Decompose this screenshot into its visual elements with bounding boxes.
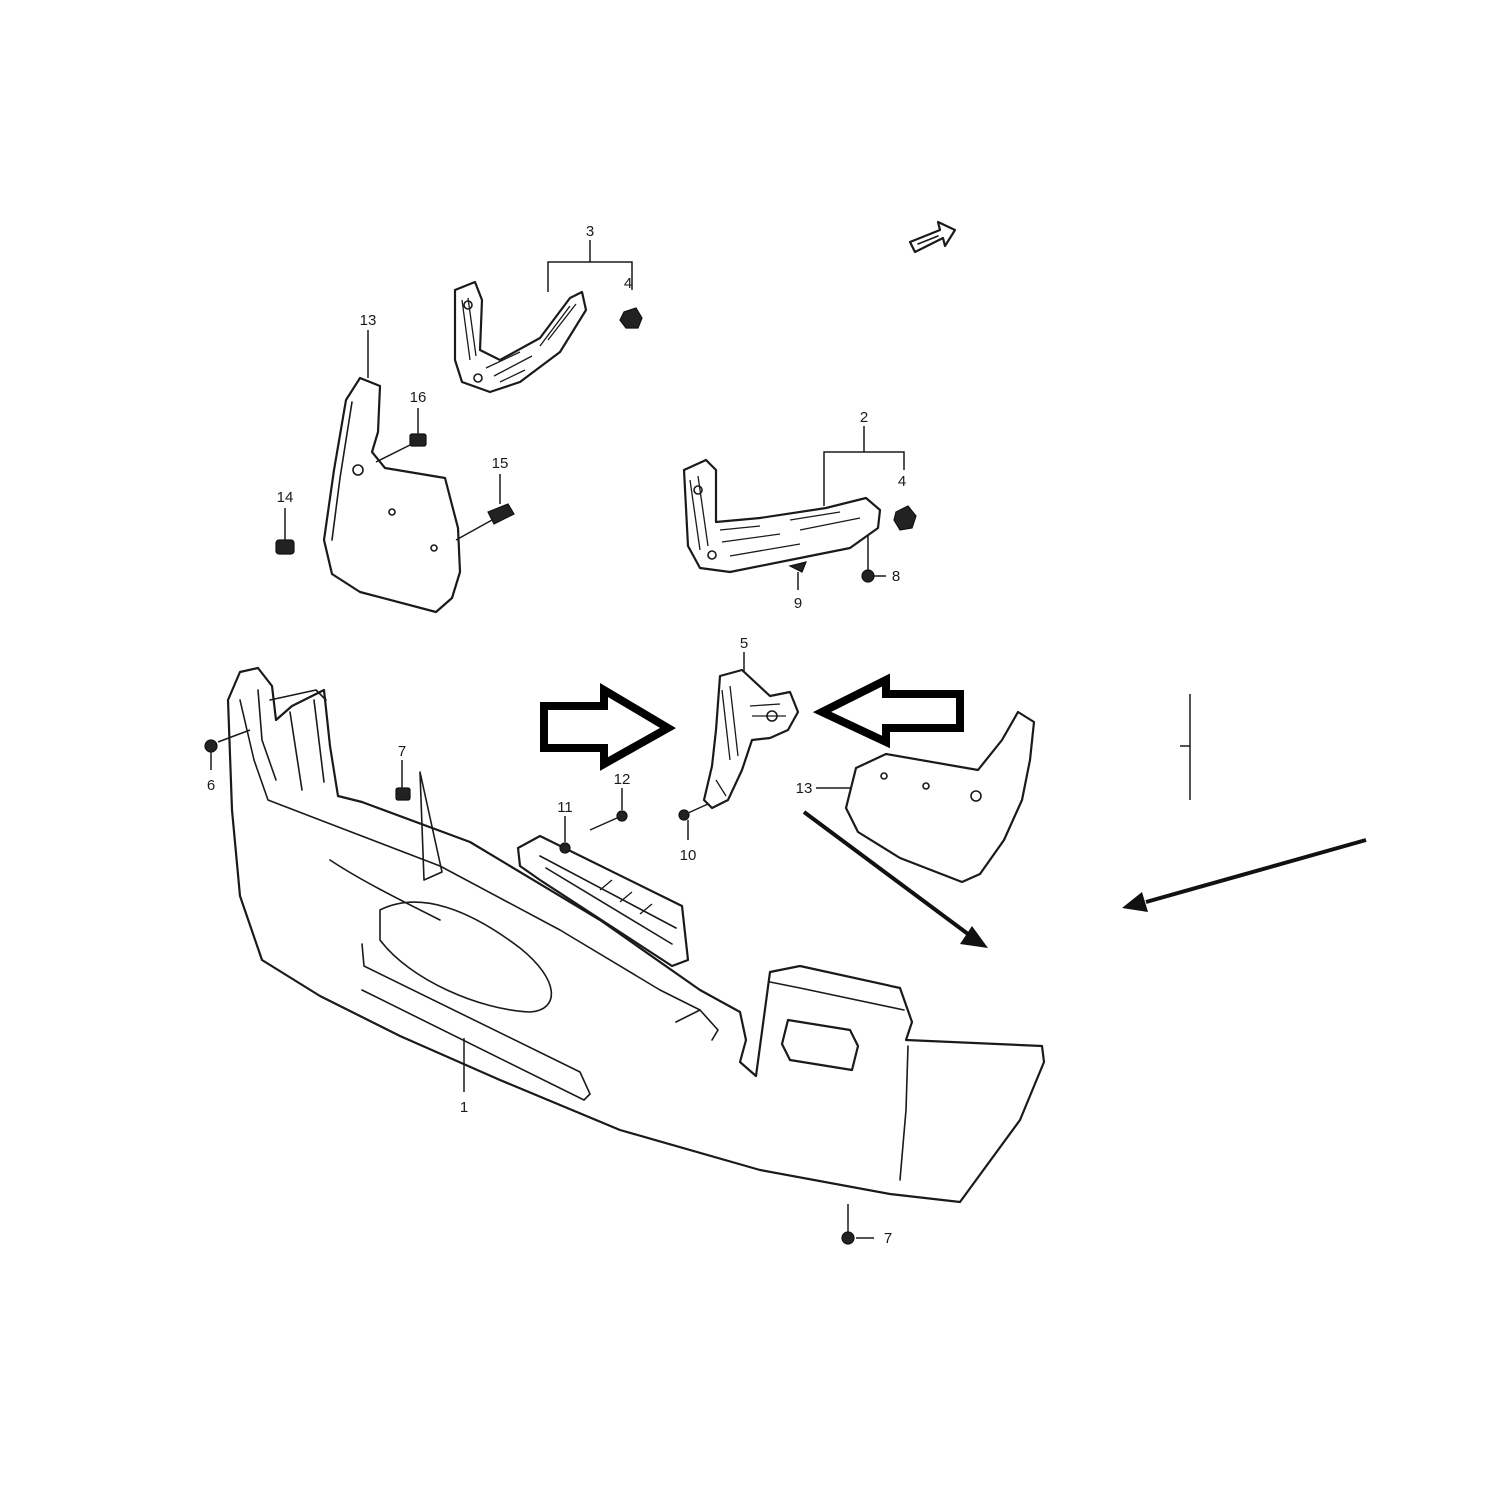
mud-flap-part-13-left (322, 376, 462, 614)
hollow-arrow-left (812, 673, 964, 749)
bumper-part-1 (226, 666, 1046, 1204)
callout-10: 10 (680, 847, 697, 864)
screw-part-9 (788, 561, 807, 590)
callout-13-right: 13 (796, 780, 813, 797)
bolt-part-7-lower (841, 1204, 874, 1245)
mud-flap-part-13-right (844, 710, 1036, 884)
callout-16: 16 (410, 389, 427, 406)
callout-12: 12 (614, 771, 631, 788)
callout-4-lower: 4 (898, 473, 906, 490)
callout-3: 3 (586, 223, 594, 240)
callout-1: 1 (460, 1099, 468, 1116)
callout-4-upper: 4 (624, 275, 632, 292)
bolt-part-8 (861, 536, 886, 583)
clip-part-14 (275, 508, 295, 555)
callout-14: 14 (277, 489, 294, 506)
forward-direction-icon (908, 220, 957, 254)
bracket-part-3 (453, 280, 588, 394)
callout-6: 6 (207, 777, 215, 794)
nut-part-4-lower (893, 505, 917, 531)
callout-7-lower: 7 (884, 1230, 892, 1247)
callout-2: 2 (860, 409, 868, 426)
nut-part-4-upper (619, 307, 643, 329)
pointer-arrow-diagonal (802, 810, 988, 948)
clip-part-16 (375, 408, 427, 463)
screw-part-12 (589, 788, 628, 831)
pointer-arrow-long (1122, 838, 1367, 912)
bolt-part-6 (204, 729, 251, 770)
clip-part-15 (455, 474, 515, 541)
reference-line (1180, 694, 1191, 800)
callout-13-left: 13 (360, 312, 377, 329)
callout-15: 15 (492, 455, 509, 472)
callout-11: 11 (557, 799, 573, 816)
screw-part-10 (678, 803, 709, 840)
hollow-arrow-right (540, 682, 676, 771)
bolt-part-7-upper (395, 760, 411, 801)
callout-8: 8 (892, 568, 900, 585)
callout-7-upper: 7 (398, 743, 406, 760)
callout-9: 9 (794, 595, 802, 612)
reinforcement-part-11 (516, 834, 690, 968)
bracket-part-5 (702, 668, 800, 810)
callout-5: 5 (740, 635, 748, 652)
bracket-part-2 (682, 458, 882, 574)
